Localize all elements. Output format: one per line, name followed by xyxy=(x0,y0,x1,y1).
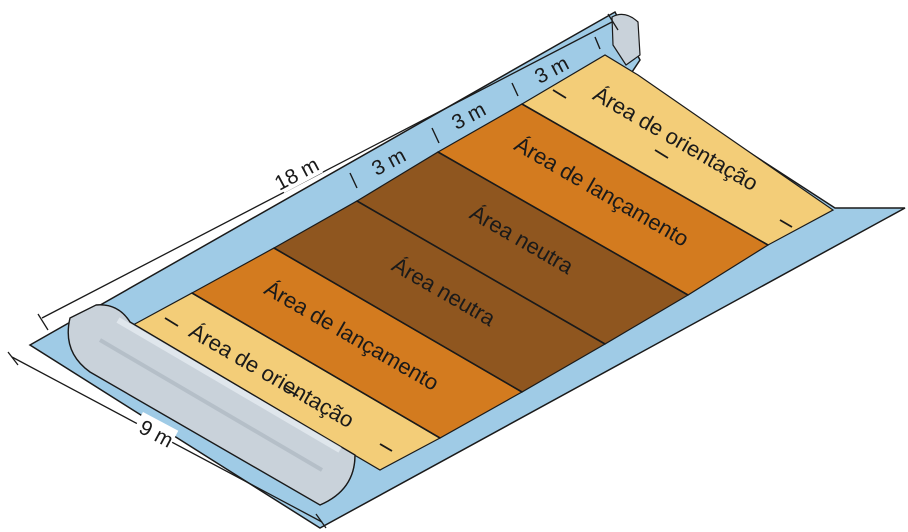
segment-ticks xyxy=(349,36,601,189)
dimension-line-length xyxy=(37,13,619,331)
goal-left xyxy=(67,304,356,506)
length-label-bg xyxy=(272,151,324,193)
orientation-dashes xyxy=(164,89,793,452)
zone-dividers xyxy=(191,103,769,439)
width-label-bg xyxy=(131,412,179,452)
goal-right xyxy=(611,13,641,66)
